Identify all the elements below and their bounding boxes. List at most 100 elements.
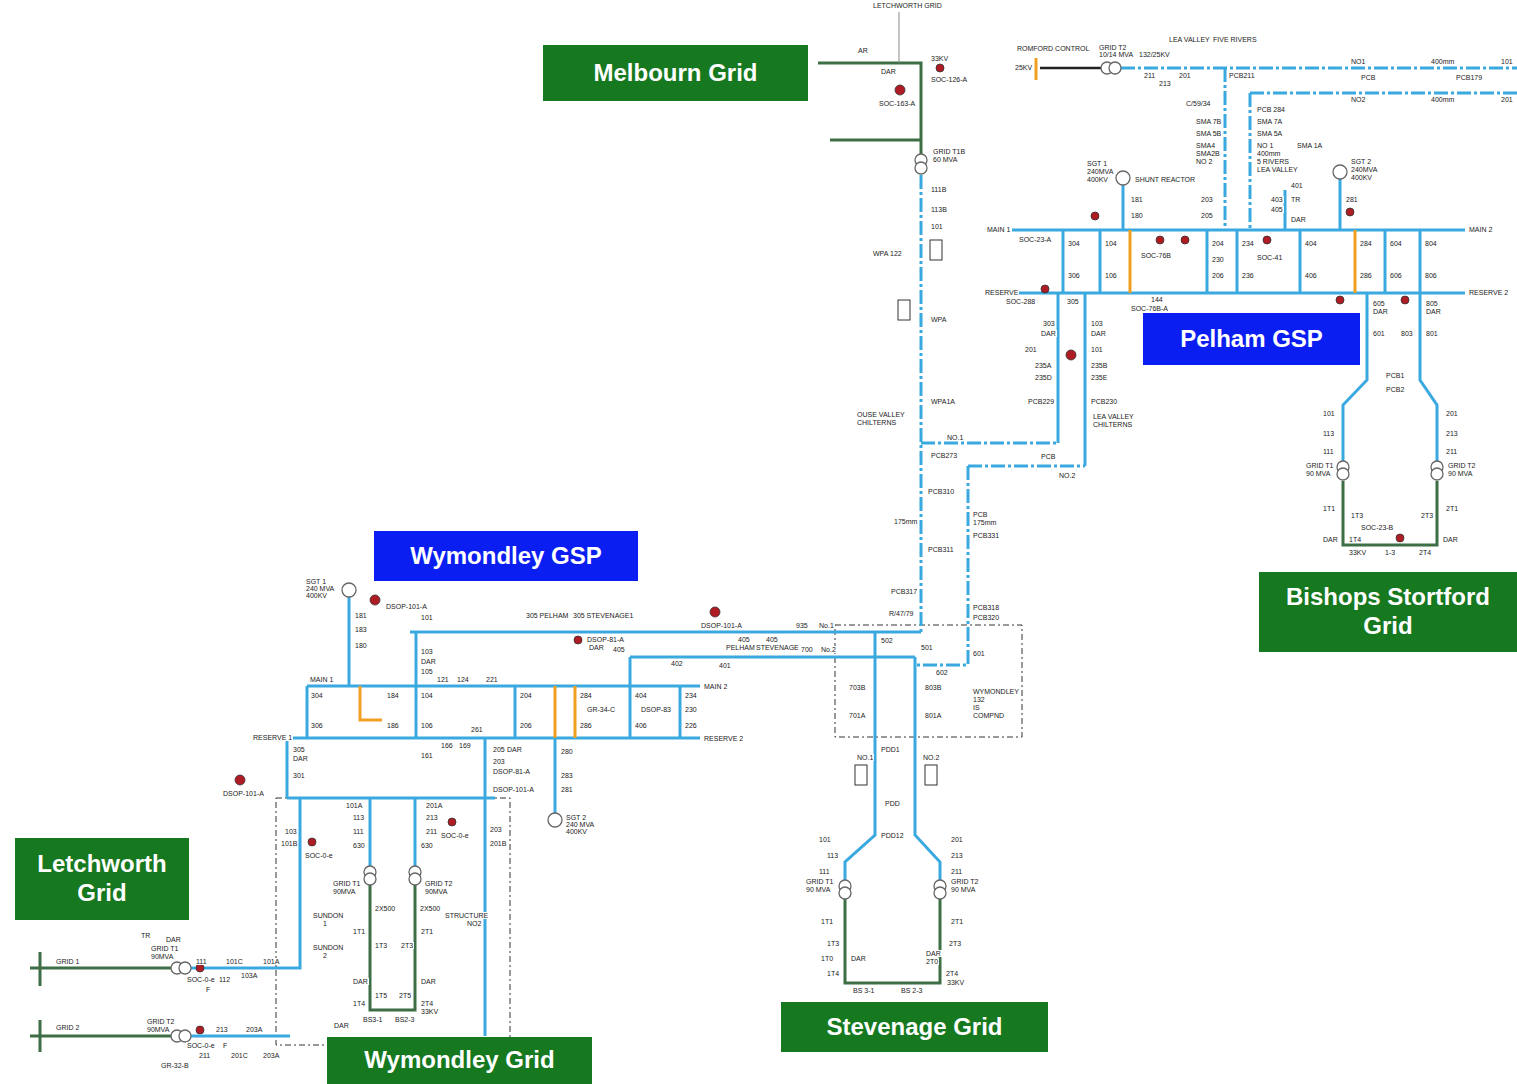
- equipment-label: SMA 7B: [1195, 118, 1222, 125]
- blue-132kv-line: [1015, 292, 1465, 295]
- equipment-label: NO1: [1350, 58, 1366, 65]
- equipment-label: DSOP-83: [640, 706, 672, 713]
- equipment-label: SMA 1A: [1296, 142, 1323, 149]
- substation-name-box: Wymondley GSP: [374, 531, 638, 581]
- equipment-label: PCB: [972, 511, 988, 518]
- equipment-label: 1T1: [1322, 505, 1336, 512]
- equipment-label: DSOP-101-A: [492, 786, 535, 793]
- equipment-label: 306: [1067, 272, 1081, 279]
- equipment-label: 161: [420, 752, 434, 759]
- equipment-label: PCB318: [972, 604, 1000, 611]
- equipment-label: DAR: [880, 68, 897, 75]
- dashed-enclosure: [276, 798, 510, 1045]
- equipment-label: 405: [612, 646, 626, 653]
- equipment-label: 2X500: [374, 905, 396, 912]
- equipment-label: SOC-76B: [1140, 252, 1172, 259]
- equipment-label: DAR: [333, 1022, 350, 1029]
- equipment-label: 404: [1304, 240, 1318, 247]
- blue-132kv-line: [1339, 179, 1342, 230]
- substation-name: Pelham GSP: [1180, 325, 1323, 354]
- equipment-label: SOC-163-A: [878, 100, 916, 107]
- equipment-label: 1T1: [820, 918, 834, 925]
- equipment-label: DAR: [1090, 330, 1107, 337]
- green-33kv-line: [1343, 481, 1437, 545]
- equipment-label: 90MVA: [332, 888, 356, 895]
- equipment-label: SHUNT REACTOR: [1134, 176, 1196, 183]
- equipment-label: 111B: [930, 186, 947, 193]
- equipment-label: 201A: [425, 802, 443, 809]
- equipment-label: 400mm: [1430, 96, 1455, 103]
- equipment-label: 606: [1389, 272, 1403, 279]
- equipment-label: SOC-126-A: [930, 76, 968, 83]
- equipment-label: DAR: [420, 978, 437, 985]
- alarm-marker: [574, 636, 582, 644]
- equipment-label: 132/25KV: [1138, 51, 1171, 58]
- equipment-label: PCB2: [1385, 386, 1405, 393]
- transformer-symbol: [179, 1030, 191, 1042]
- equipment-label: 1T0: [820, 955, 834, 962]
- equipment-label: RESERVE 1: [252, 734, 293, 741]
- green-33kv-line: [818, 63, 921, 154]
- equipment-label: PDD: [884, 800, 901, 807]
- equipment-label: SUNDON: [312, 912, 344, 919]
- equipment-label: WPA: [930, 316, 947, 323]
- equipment-label: DSOP-101-A: [385, 603, 428, 610]
- equipment-label: 5 RIVERS: [1256, 158, 1290, 165]
- equipment-label: 213: [1445, 430, 1459, 437]
- alarm-marker: [196, 1026, 204, 1034]
- equipment-label: PCB: [1360, 74, 1376, 81]
- equipment-label: 181: [1130, 196, 1144, 203]
- equipment-label: 124: [456, 676, 470, 683]
- equipment-label: SGT 1: [1086, 160, 1108, 167]
- equipment-label: 204: [519, 692, 533, 699]
- overhead-line: [921, 442, 1058, 445]
- equipment-label: 284: [579, 692, 593, 699]
- equipment-label: R/47/79: [888, 610, 915, 617]
- equipment-label: 703B: [848, 684, 866, 691]
- equipment-label: 213: [215, 1026, 229, 1033]
- equipment-label: GRID T2: [146, 1018, 176, 1025]
- alarm-marker: [1066, 350, 1076, 360]
- substation-name-box: Stevenage Grid: [781, 1002, 1048, 1052]
- equipment-label: DAR: [1425, 308, 1442, 315]
- equipment-label: PCB311: [927, 546, 955, 553]
- orange-coupler-line: [360, 58, 1355, 738]
- equipment-label: 501: [920, 644, 934, 651]
- equipment-label: 113: [1322, 430, 1335, 437]
- equipment-label: F: [205, 986, 211, 993]
- equipment-label: DAR: [1442, 536, 1459, 543]
- equipment-label: MAIN 2: [1468, 226, 1493, 233]
- blue-132kv-line: [554, 738, 557, 813]
- equipment-label: 240 MVA: [305, 585, 335, 592]
- alarm-marker: [1041, 285, 1049, 293]
- equipment-label: 234: [684, 692, 698, 699]
- equipment-label: 2T5: [398, 992, 412, 999]
- equipment-label: PCB273: [930, 452, 958, 459]
- blue-132kv-line: [1284, 190, 1287, 230]
- transformer-symbol: [364, 873, 376, 885]
- equipment-label: 206: [519, 722, 533, 729]
- equipment-label: 235B: [1090, 362, 1108, 369]
- equipment-label: 105: [420, 668, 434, 675]
- alarm-marker: [196, 964, 204, 972]
- equipment-label: GRID T2: [1098, 44, 1128, 51]
- equipment-label: PCB211: [1228, 72, 1256, 79]
- equipment-label: 25KV: [1014, 64, 1033, 71]
- green-33kv-line: [830, 139, 921, 142]
- transformer-symbol: [839, 887, 851, 899]
- equipment-label: PCB320: [972, 614, 1000, 621]
- equipment-label: 201: [1445, 410, 1459, 417]
- equipment-label: 203A: [245, 1026, 263, 1033]
- equipment-label: 121: [436, 676, 450, 683]
- equipment-label: 803: [1400, 330, 1414, 337]
- equipment-label: 101: [818, 836, 832, 843]
- equipment-label: DAR: [352, 978, 369, 985]
- equipment-label: 400KV: [1086, 176, 1109, 183]
- equipment-label: 400KV: [305, 592, 328, 599]
- equipment-label: DAR: [850, 955, 867, 962]
- equipment-label: GRID T1B: [932, 148, 966, 155]
- orange-coupler-line: [574, 686, 577, 738]
- equipment-label: DSOP-81-A: [586, 636, 625, 643]
- equipment-label: DAR: [925, 950, 942, 957]
- blue-132kv-line: [415, 632, 418, 738]
